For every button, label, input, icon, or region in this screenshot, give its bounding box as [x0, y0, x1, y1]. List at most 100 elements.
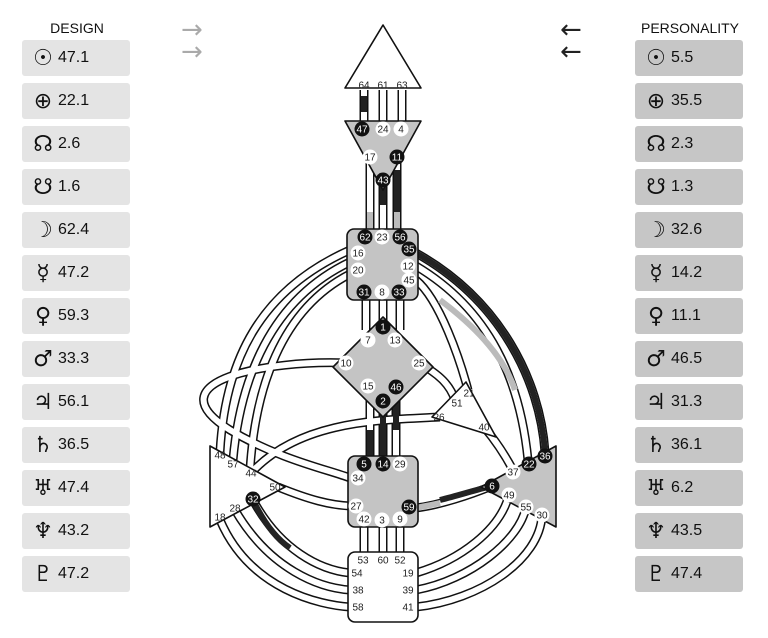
gate-10: 10 — [338, 355, 354, 371]
gate-51: 51 — [451, 399, 463, 410]
gate-active-marker — [388, 379, 404, 395]
gate-39: 39 — [402, 586, 414, 597]
gate-active-marker — [356, 284, 372, 300]
saturn-icon: ♄ — [33, 432, 53, 458]
gate-8: 8 — [374, 284, 390, 300]
gate-40: 40 — [478, 423, 490, 434]
gate-5: 5 — [356, 456, 372, 472]
gate-number: 25 — [413, 359, 425, 370]
gate-26: 26 — [433, 413, 445, 424]
gate-active-marker — [245, 491, 261, 507]
personality-planet-mars: ♂46.5 — [635, 341, 743, 377]
design-planet-jupiter: ♃56.1 — [22, 384, 130, 420]
planet-value: 22.1 — [58, 92, 90, 109]
gate-47: 47 — [354, 121, 370, 137]
gate-number: 32 — [247, 495, 259, 506]
gate-number: 45 — [403, 276, 415, 287]
planet-value: 47.4 — [58, 479, 90, 496]
gate-marker — [392, 456, 408, 472]
gate-marker — [392, 511, 408, 527]
personality-arrow-bottom-icon: ← — [560, 37, 582, 67]
gate-number: 61 — [377, 81, 389, 92]
gate-number: 38 — [352, 586, 364, 597]
channel — [414, 263, 531, 461]
gate-27: 27 — [348, 498, 364, 514]
gate-active-marker — [375, 456, 391, 472]
gate-62: 62 — [357, 229, 373, 245]
gate-number: 16 — [352, 249, 364, 260]
planet-value: 2.3 — [671, 135, 694, 152]
gate-active-marker — [401, 499, 417, 515]
gate-number: 24 — [377, 125, 389, 136]
personality-planet-sun: ☉5.5 — [635, 40, 743, 76]
gate-active-marker — [391, 284, 407, 300]
channel — [200, 359, 352, 481]
gate-marker — [362, 149, 378, 165]
gate-number: 58 — [352, 603, 364, 614]
planet-value: 1.6 — [58, 178, 81, 195]
gate-number: 7 — [365, 336, 371, 347]
personality-planet-pluto: ♇47.4 — [635, 556, 743, 592]
gate-number: 18 — [214, 513, 226, 524]
gate-number: 42 — [358, 515, 370, 526]
design-planet-mercury: ☿47.2 — [22, 255, 130, 291]
gate-active-marker — [537, 448, 553, 464]
mercury-icon: ☿ — [649, 260, 663, 286]
gate-11: 11 — [389, 149, 405, 165]
jupiter-icon: ♃ — [646, 389, 666, 415]
gate-marker — [387, 332, 403, 348]
gate-number: 23 — [376, 233, 388, 244]
gate-marker — [375, 121, 391, 137]
gate-61: 61 — [377, 81, 389, 92]
gate-active-marker — [392, 229, 408, 245]
gate-number: 22 — [523, 460, 535, 471]
earth-icon: ⊕ — [646, 88, 666, 114]
gate-35: 35 — [401, 241, 417, 257]
gate-23: 23 — [374, 229, 390, 245]
gate-number: 14 — [377, 460, 389, 471]
design-planet-saturn: ♄36.5 — [22, 427, 130, 463]
channel — [415, 494, 512, 576]
heart-center — [431, 381, 497, 438]
gate-28: 28 — [229, 504, 241, 515]
pluto-icon: ♇ — [33, 561, 53, 587]
gate-number: 30 — [536, 511, 548, 522]
gate-15: 15 — [360, 378, 376, 394]
personality-planet-uranus: ♅6.2 — [635, 470, 743, 506]
gate-marker — [360, 332, 376, 348]
gate-marker — [348, 498, 364, 514]
gate-41: 41 — [402, 603, 414, 614]
gate-37: 37 — [505, 464, 521, 480]
gate-marker — [401, 272, 417, 288]
gate-marker — [411, 355, 427, 371]
gate-marker — [505, 464, 521, 480]
gate-1: 1 — [375, 319, 391, 335]
gate-marker — [374, 512, 390, 528]
planet-value: 43.5 — [671, 522, 703, 539]
gate-marker — [356, 511, 372, 527]
personality-planet-north-node: ☊2.3 — [635, 126, 743, 162]
g-center — [332, 316, 434, 418]
gate-marker — [374, 284, 390, 300]
planet-value: 2.6 — [58, 135, 81, 152]
gate-6: 6 — [484, 478, 500, 494]
gate-number: 39 — [402, 586, 414, 597]
gate-number: 49 — [503, 491, 515, 502]
gate-21: 21 — [463, 389, 475, 400]
gate-number: 48 — [214, 451, 226, 462]
gate-active-marker — [356, 456, 372, 472]
gate-active-marker — [375, 172, 391, 188]
gate-20: 20 — [350, 262, 366, 278]
gate-number: 13 — [389, 336, 401, 347]
planet-value: 32.6 — [671, 221, 703, 238]
planet-value: 5.5 — [671, 49, 694, 66]
gate-number: 37 — [507, 468, 519, 479]
gate-active-marker — [375, 319, 391, 335]
design-planet-north-node: ☊2.6 — [22, 126, 130, 162]
gate-active-marker — [354, 121, 370, 137]
venus-icon: ♀ — [34, 303, 52, 329]
gate-53: 53 — [357, 556, 369, 567]
gate-number: 11 — [392, 153, 403, 164]
gate-63: 63 — [396, 81, 408, 92]
gate-number: 29 — [394, 460, 406, 471]
